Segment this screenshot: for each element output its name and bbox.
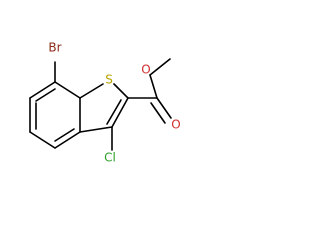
- atom-o-carbonyl-label: O: [171, 118, 180, 132]
- molecule-structure-svg: Br S O O Cl: [29, 41, 181, 165]
- bond-o-ester-methyl: [149, 58, 171, 76]
- bond-benzene-c3a-c4: [54, 131, 81, 149]
- bond-benzene-c4-c5: [29, 131, 56, 149]
- bond-c7a-s: [79, 83, 104, 99]
- bond-benzene-inner-c3a-c4: [54, 128, 75, 142]
- molecule-diagram: Br S O O Cl: [29, 40, 181, 165]
- bond-benzene-c6-c7: [29, 81, 56, 99]
- atom-s-label: S: [105, 73, 113, 87]
- bond-benzene-inner-c6-c7: [35, 88, 56, 102]
- atom-o-ester-label: O: [141, 63, 150, 77]
- bond-s-c2: [113, 83, 129, 99]
- bond-carbonyl-co-double-1: [156, 97, 172, 119]
- atom-br-label: Br: [48, 41, 61, 55]
- bond-c2-c3: [111, 97, 129, 128]
- atom-cl-label: Cl: [104, 151, 116, 165]
- bond-carbonyl-c-o-ester: [149, 74, 158, 99]
- bond-c2-c3-double: [106, 99, 122, 125]
- bond-benzene-c7-c7a: [54, 81, 81, 99]
- bond-c3-c3a: [79, 126, 113, 133]
- bond-carbonyl-co-double-2: [150, 102, 166, 124]
